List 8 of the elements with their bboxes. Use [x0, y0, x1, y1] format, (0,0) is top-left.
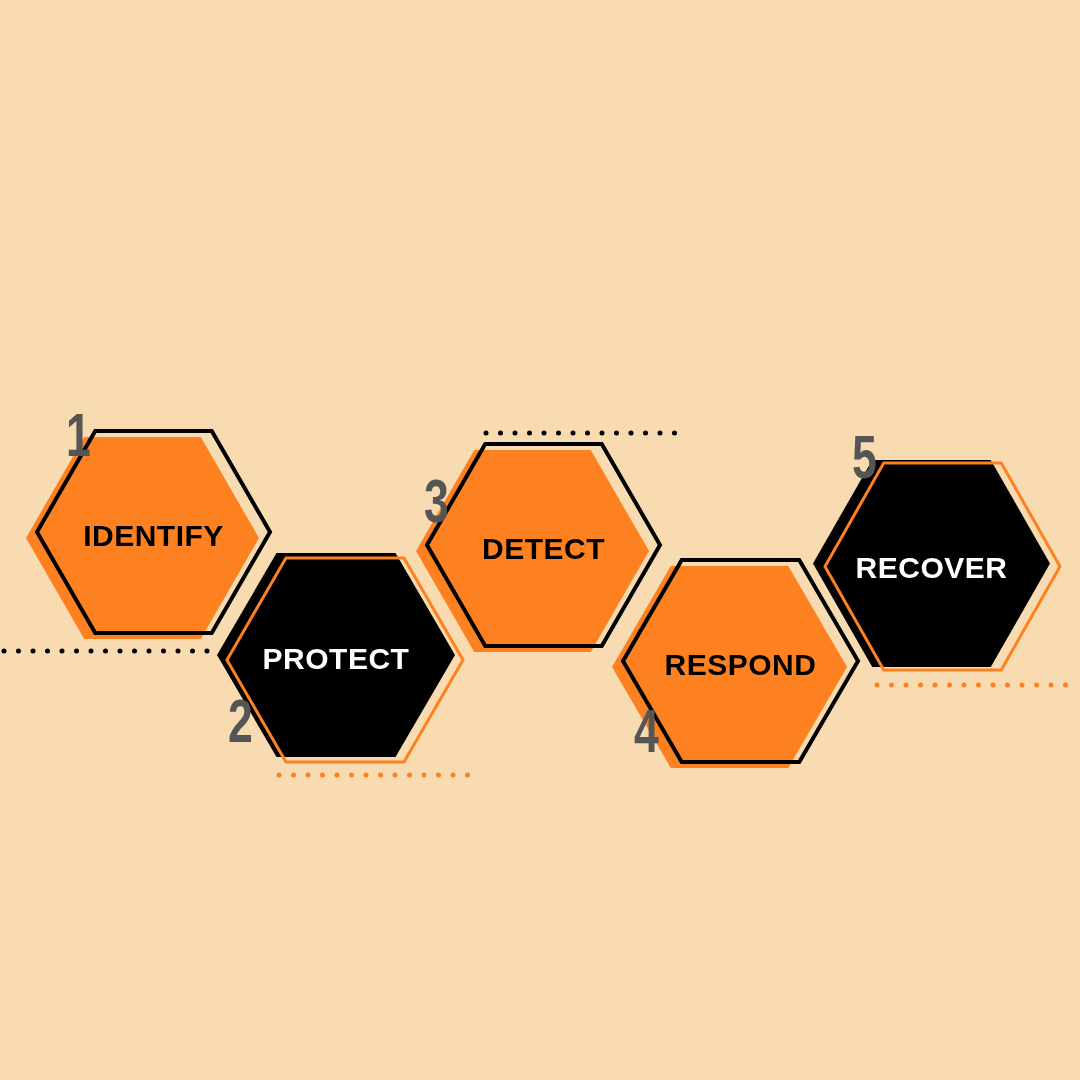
step-number: 3	[424, 470, 449, 532]
step-label: DETECT	[482, 532, 605, 566]
step-number: 5	[852, 426, 877, 488]
step-label: RESPOND	[664, 648, 817, 682]
step-label: RECOVER	[855, 550, 1008, 585]
step-number: 2	[228, 690, 253, 752]
step-label: IDENTIFY	[83, 519, 224, 553]
step-label: PROTECT	[262, 642, 410, 676]
